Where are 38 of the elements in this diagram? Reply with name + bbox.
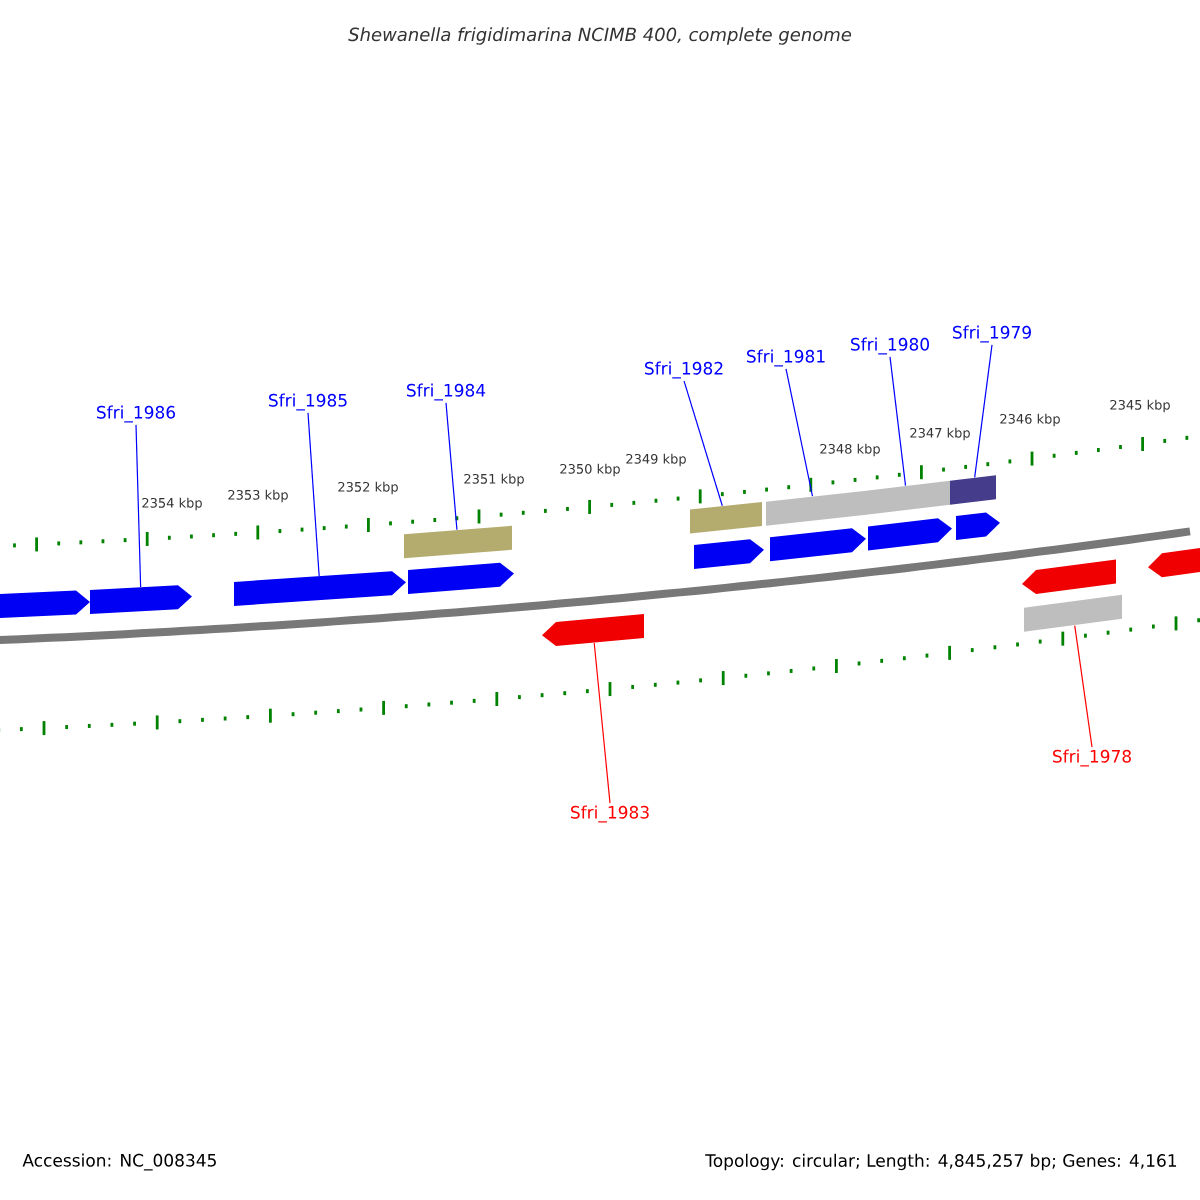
- gene-block: [90, 585, 192, 614]
- footer-text: Topology: circular; Length: 4,845,257 bp; Genes: 4,161: [705, 1153, 1177, 1171]
- leader-line: [974, 344, 993, 478]
- leader-line: [445, 402, 458, 531]
- gene-block: [956, 512, 1000, 541]
- gene-label: Sfri_1982: [645, 361, 723, 379]
- gene-label: Sfri_1979: [953, 325, 1031, 343]
- gene-block: [542, 613, 644, 646]
- leader-line: [683, 380, 723, 507]
- gene-block: [408, 562, 514, 595]
- leader-line: [1074, 625, 1093, 748]
- leader-line: [593, 642, 611, 804]
- leader-line: [889, 356, 907, 487]
- gene-label: Sfri_1986: [97, 405, 176, 423]
- gene-bar: [404, 525, 512, 559]
- gene-label: Sfri_1980: [851, 337, 929, 355]
- gene-block: [1148, 545, 1200, 578]
- gene-label: Sfri_1983: [571, 805, 649, 823]
- gene-bar: [864, 480, 950, 515]
- leader-line: [785, 368, 814, 497]
- gene-block: [1022, 559, 1116, 595]
- gene-block: [694, 539, 764, 569]
- gene-block: [0, 590, 90, 619]
- leader-line: [307, 412, 320, 577]
- gene-bar: [1024, 594, 1122, 632]
- gene-label: Sfri_1981: [747, 349, 825, 367]
- gene-block: [868, 518, 952, 551]
- footer-text: Accession: NC_008345: [22, 1153, 216, 1171]
- leader-line: [135, 424, 142, 588]
- gene-label: Sfri_1978: [1053, 749, 1131, 767]
- gene-label: Sfri_1984: [407, 383, 486, 401]
- gene-block: [234, 571, 406, 606]
- gene-label: Sfri_1985: [269, 393, 347, 411]
- gene-block: [770, 528, 866, 562]
- gene-bar: [690, 502, 762, 534]
- gene-bar: [766, 490, 864, 526]
- title: Shewanella frigidimarina NCIMB 400, complete genome: [348, 27, 852, 45]
- gene-bar: [950, 475, 996, 505]
